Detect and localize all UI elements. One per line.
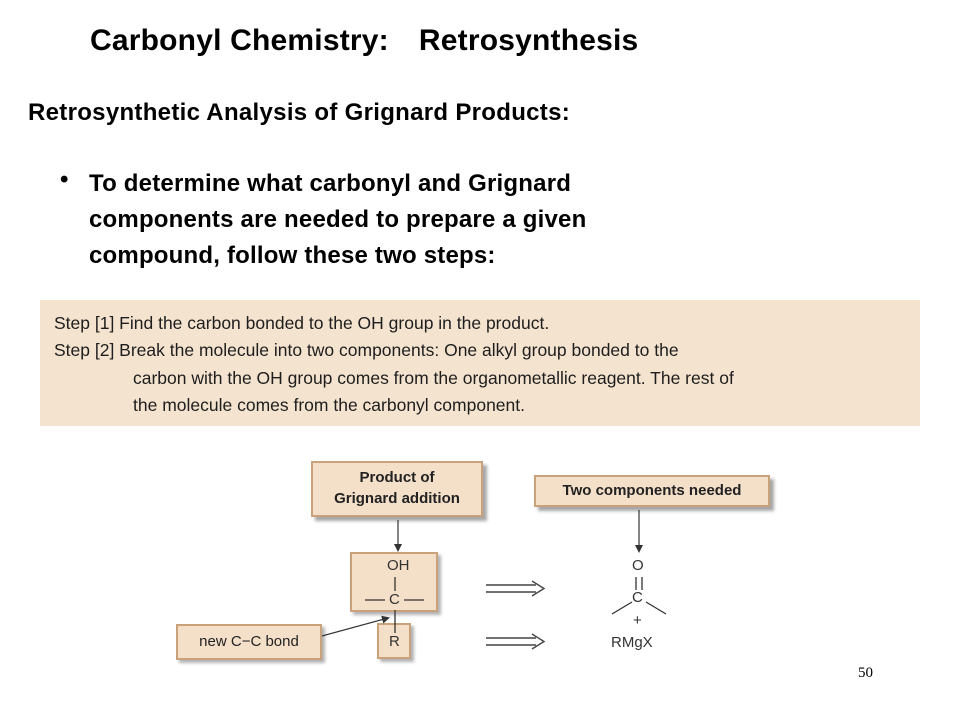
- carbonyl-oxygen-label: O: [632, 557, 644, 574]
- new-bond-label-box: new C−C bond: [176, 624, 322, 660]
- bullet-text: To determine what carbonyl and Grignard …: [89, 166, 769, 274]
- bullet-dot: •: [60, 166, 69, 193]
- retrosynthesis-diagram: Product of Grignard addition Two compone…: [0, 440, 960, 680]
- steps-panel: Step [1] Find the carbon bonded to the O…: [40, 300, 920, 426]
- carbonyl-left-bond: [611, 601, 633, 615]
- step-2-line: Step [2] Break the molecule into two com…: [54, 340, 679, 360]
- product-label-line-1: Product of: [359, 469, 435, 486]
- bullet-line-1: To determine what carbonyl and Grignard: [89, 170, 572, 197]
- retro-arrow-bottom: [486, 633, 546, 650]
- components-label: Two components needed: [562, 482, 742, 499]
- slide-title: Carbonyl Chemistry: Retrosynthesis: [90, 24, 638, 58]
- grignard-reagent-label: RMgX: [611, 634, 653, 651]
- title-part-1: Carbonyl Chemistry:: [90, 24, 389, 57]
- product-fragment-box: [350, 552, 438, 612]
- plus-sign: +: [633, 612, 642, 629]
- retro-arrow-top: [486, 580, 546, 597]
- carbonyl-right-bond: [645, 601, 667, 615]
- r-group-box: [377, 623, 411, 659]
- bullet-line-3: compound, follow these two steps:: [89, 242, 496, 269]
- product-label-line-2: Grignard addition: [334, 490, 460, 507]
- step-2-line-end: the molecule comes from the carbonyl com…: [133, 395, 525, 415]
- step-1-line: Step [1] Find the carbon bonded to the O…: [54, 313, 550, 333]
- product-label-box: Product of Grignard addition: [311, 461, 483, 517]
- bullet-line-2: components are needed to prepare a given: [89, 206, 587, 233]
- new-bond-pointer-arrow: [321, 615, 390, 637]
- slide-subtitle: Retrosynthetic Analysis of Grignard Prod…: [28, 99, 571, 126]
- slide-number: 50: [858, 665, 873, 681]
- diagram-lines: [321, 510, 667, 650]
- r-group-label: R: [389, 633, 400, 650]
- components-label-box: Two components needed: [534, 475, 770, 507]
- new-bond-label: new C−C bond: [199, 633, 299, 650]
- hydroxyl-label: OH: [387, 557, 410, 574]
- title-part-2: Retrosynthesis: [418, 24, 639, 57]
- carbinol-carbon-label: C: [389, 591, 400, 608]
- carbonyl-carbon-label: C: [632, 589, 643, 606]
- step-2-line-continued: carbon with the OH group comes from the …: [133, 368, 734, 388]
